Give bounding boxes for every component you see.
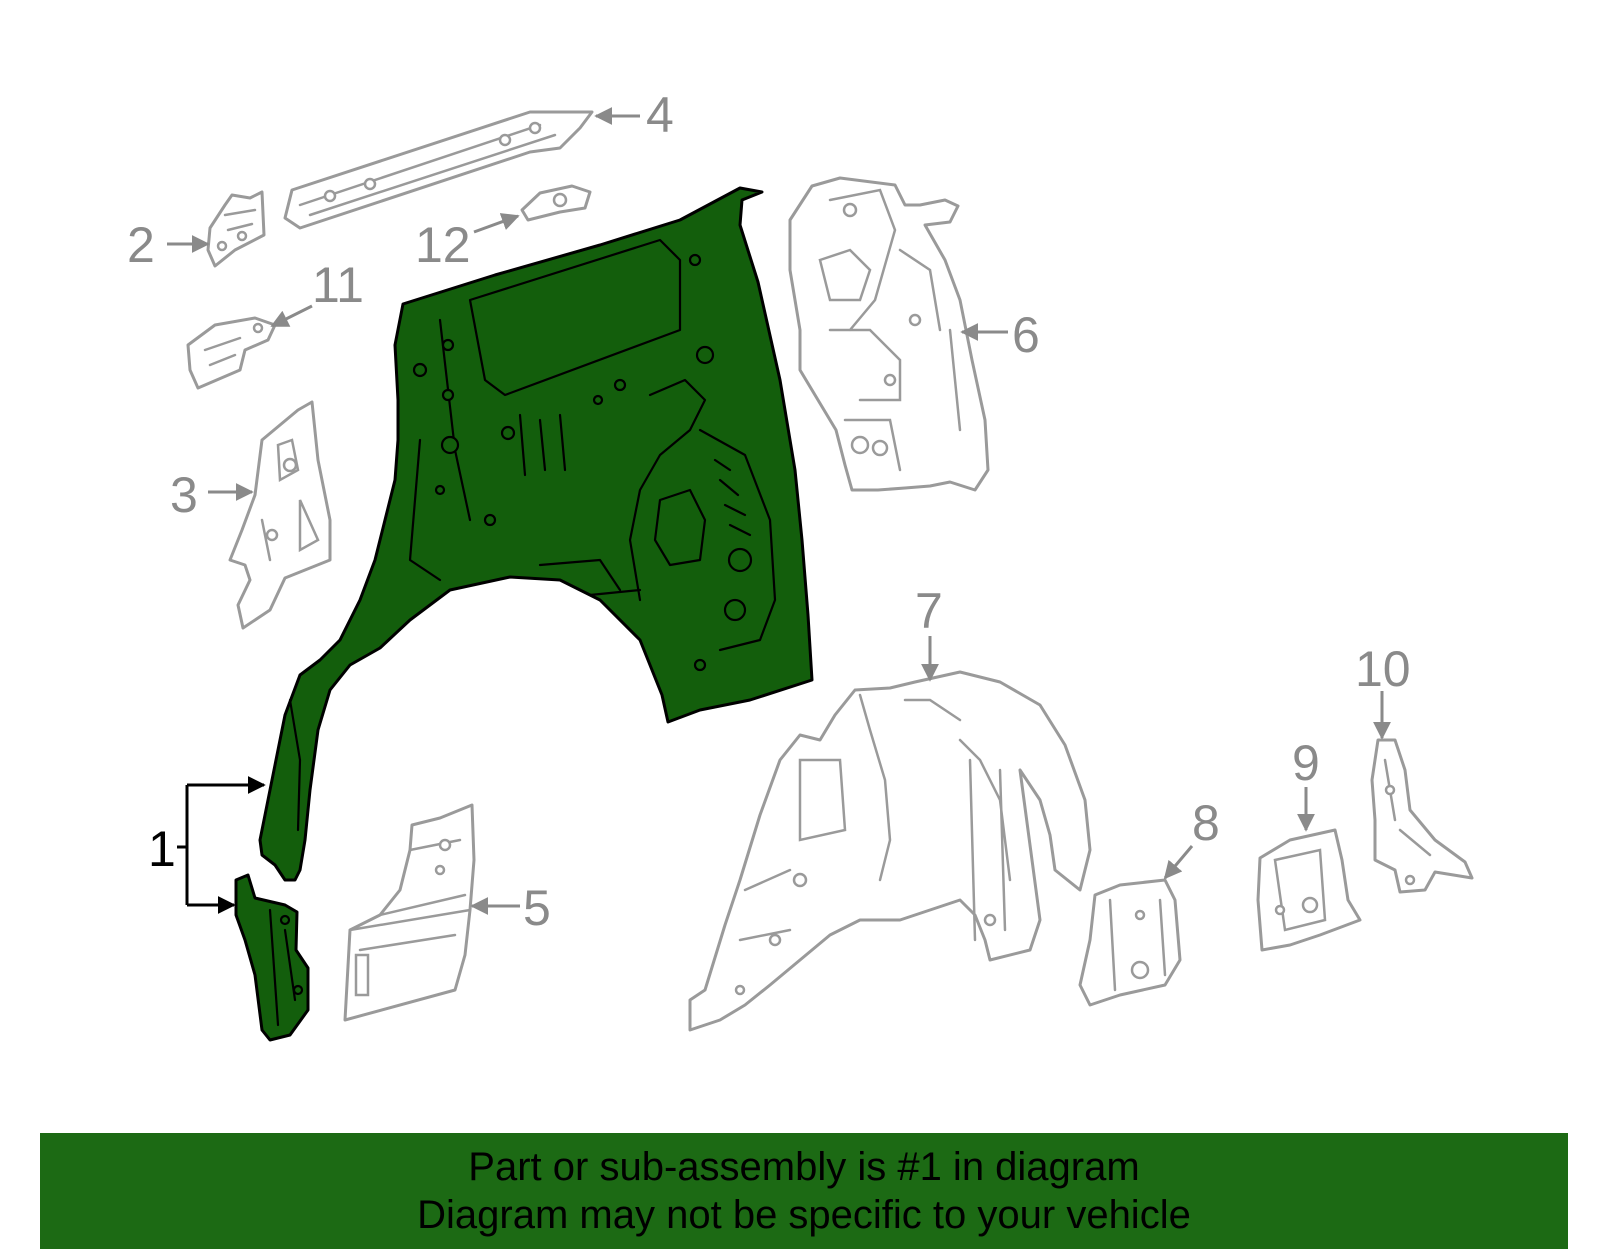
- part-3-reinforcement: [228, 400, 332, 630]
- part-6-panel: [788, 176, 990, 492]
- parts-diagram: 4 2 12 11 3 6 7 5 8 9 10 1: [127, 87, 1474, 1042]
- part-5-panel: [343, 803, 476, 1022]
- part-12-bracket: [520, 184, 592, 222]
- part-10-bracket: [1370, 738, 1474, 894]
- callout-10: 10: [1355, 641, 1411, 697]
- part-8-bracket: [1078, 878, 1182, 1007]
- part-2-bracket: [206, 190, 266, 268]
- callout-6: 6: [1012, 307, 1040, 363]
- arrow-8: [1163, 845, 1194, 880]
- part-9-bracket: [1256, 828, 1362, 952]
- part-7-wheelhouse: [688, 670, 1092, 1032]
- callout-8: 8: [1192, 795, 1220, 851]
- part-1-lower-bracket: [234, 873, 310, 1042]
- callout-4: 4: [646, 87, 674, 143]
- callout-1: 1: [148, 821, 176, 877]
- callout-7: 7: [915, 583, 943, 639]
- arrow-11: [270, 304, 313, 328]
- info-banner: Part or sub-assembly is #1 in diagram Di…: [40, 1133, 1568, 1249]
- part-11-bracket: [186, 316, 277, 390]
- banner-line-2: Diagram may not be specific to your vehi…: [417, 1193, 1191, 1237]
- callout-11: 11: [312, 257, 364, 313]
- part-4-rail: [283, 110, 594, 230]
- callout-12: 12: [415, 217, 471, 273]
- part-1-quarter-inner-panel: [258, 186, 814, 882]
- arrow-1-bracket: [177, 776, 266, 914]
- callout-3: 3: [170, 467, 198, 523]
- arrow-12: [473, 213, 520, 234]
- callout-2: 2: [127, 217, 155, 273]
- callout-9: 9: [1292, 735, 1320, 791]
- callout-5: 5: [523, 880, 551, 936]
- banner-line-1: Part or sub-assembly is #1 in diagram: [468, 1145, 1140, 1189]
